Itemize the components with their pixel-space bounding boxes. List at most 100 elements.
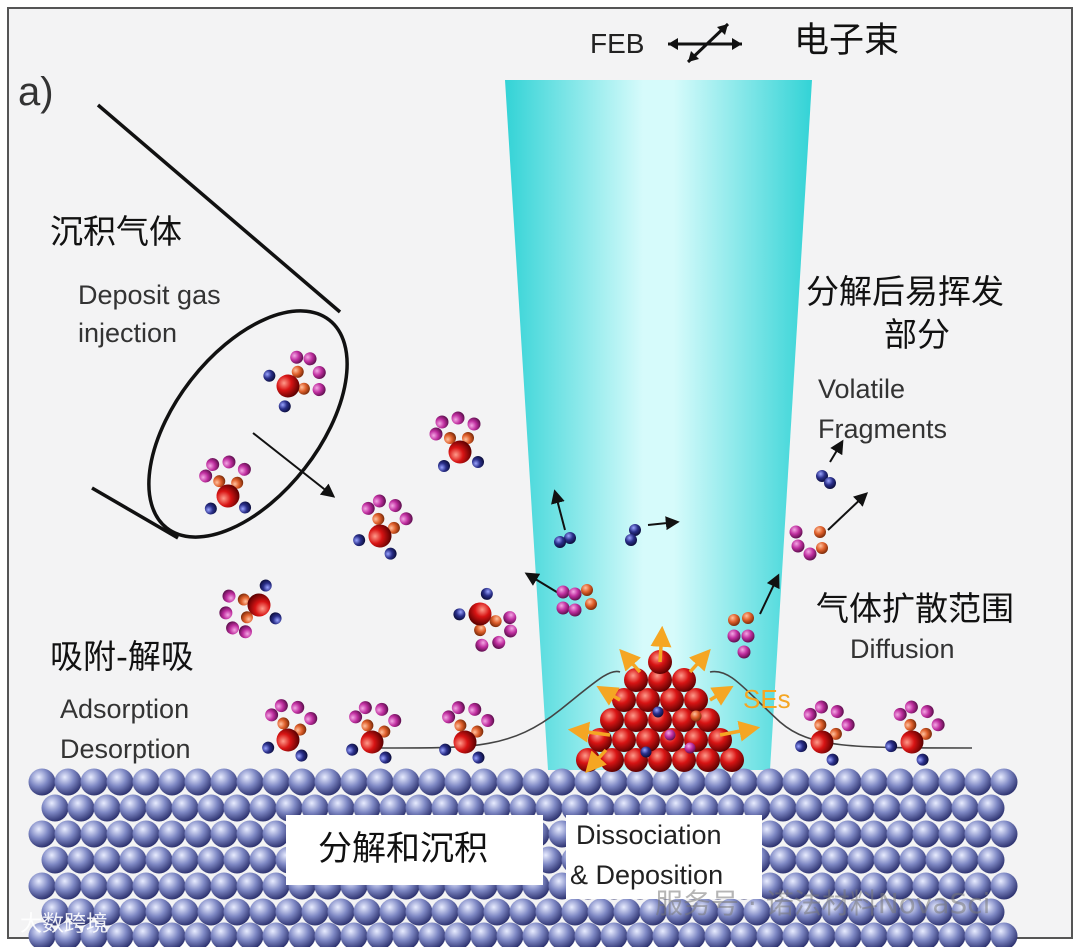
substrate-atom (197, 794, 225, 822)
substrate-atom (652, 922, 680, 950)
metal-atom (368, 524, 392, 548)
substrate-atom (691, 898, 719, 926)
ligand-magenta (429, 427, 443, 441)
ligand-magenta (435, 415, 449, 429)
substrate-atom (717, 794, 745, 822)
ligand-blue (824, 477, 836, 489)
substrate-atom (158, 872, 186, 900)
deposit-ligand (640, 746, 652, 758)
ligand-magenta (931, 718, 945, 732)
substrate-atom (301, 898, 329, 926)
substrate-atom (600, 768, 628, 796)
substrate-atom (288, 922, 316, 950)
se-label: SEs (743, 684, 791, 714)
substrate-atom (990, 768, 1018, 796)
substrate-atom (795, 846, 823, 874)
substrate-atom (912, 768, 940, 796)
substrate-atom (873, 846, 901, 874)
substrate-atom (353, 898, 381, 926)
substrate-atom (886, 820, 914, 848)
ligand-magenta (442, 710, 456, 724)
substrate-atom (210, 768, 238, 796)
ligand-magenta (372, 494, 386, 508)
ligand-orange (742, 612, 754, 624)
fragment-arrow (524, 572, 561, 595)
substrate-atom (626, 922, 654, 950)
ligand-orange (471, 725, 484, 738)
ligand-blue (916, 753, 929, 766)
substrate-atom (912, 872, 940, 900)
substrate-atom (197, 898, 225, 926)
deposit-ligand (690, 710, 702, 722)
deposit-atom (660, 688, 684, 712)
diffusion-profile-left (377, 670, 621, 749)
deposit-atom (636, 728, 660, 752)
substrate-atom (665, 898, 693, 926)
substrate-atom (405, 898, 433, 926)
substrate-atom (379, 898, 407, 926)
ligand-magenta (556, 585, 570, 599)
ligand-magenta (741, 629, 755, 643)
se-arrow (596, 685, 621, 706)
substrate-atom (821, 846, 849, 874)
substrate-atom (457, 794, 485, 822)
deposit-ligand (684, 742, 696, 754)
ligand-magenta (504, 624, 518, 638)
substrate-atom (184, 820, 212, 848)
ligand-magenta (291, 700, 305, 714)
substrate-atom (951, 898, 979, 926)
substrate-atom (41, 794, 69, 822)
substrate-atom (132, 820, 160, 848)
substrate-atom (444, 922, 472, 950)
substrate-atom (860, 872, 888, 900)
volatile-label-en-1: Volatile (818, 374, 906, 404)
precursor-molecule (219, 579, 282, 639)
substrate-atom (28, 922, 56, 950)
fragment-arrow (551, 489, 566, 531)
substrate-atom (327, 794, 355, 822)
substrate-atom (236, 768, 264, 796)
deposit-atom (648, 668, 672, 692)
substrate-atom (223, 898, 251, 926)
substrate-atom (314, 922, 342, 950)
ligand-orange (372, 512, 385, 525)
deposit-atom (648, 748, 672, 772)
substrate-atom (145, 846, 173, 874)
substrate-atom (171, 898, 199, 926)
substrate-atom (834, 922, 862, 950)
substrate-atom (223, 846, 251, 874)
metal-atom (810, 730, 834, 754)
volatile-fragment (789, 525, 828, 561)
substrate-atom (210, 820, 238, 848)
substrate-atom (847, 794, 875, 822)
substrate-atom (262, 872, 290, 900)
ligand-orange (814, 718, 827, 731)
adsorption-label-zh: 吸附-解吸 (50, 637, 194, 676)
substrate-atom (41, 898, 69, 926)
se-arrow (650, 625, 672, 663)
fragment-arrow (647, 516, 680, 531)
substrate-atom (925, 846, 953, 874)
substrate-atom (509, 794, 537, 822)
se-arrow (688, 648, 711, 674)
ligand-orange (240, 611, 253, 624)
ligand-magenta (349, 710, 363, 724)
substrate-atom (795, 794, 823, 822)
substrate-atom (80, 872, 108, 900)
ligand-magenta (893, 707, 907, 721)
substrate-atom (977, 846, 1005, 874)
substrate-atom (652, 768, 680, 796)
ligand-orange (816, 542, 828, 554)
volatile-fragment (816, 470, 836, 489)
ligand-blue (239, 501, 252, 514)
ligand-blue (629, 524, 641, 536)
substrate-atom (990, 872, 1018, 900)
ligand-magenta (468, 702, 482, 716)
substrate-atom (431, 898, 459, 926)
ligand-orange (213, 475, 226, 488)
substrate-atom (977, 794, 1005, 822)
substrate-atom (769, 794, 797, 822)
ligand-blue (384, 547, 397, 560)
ligand-orange (277, 717, 290, 730)
deposit-atom (672, 708, 696, 732)
